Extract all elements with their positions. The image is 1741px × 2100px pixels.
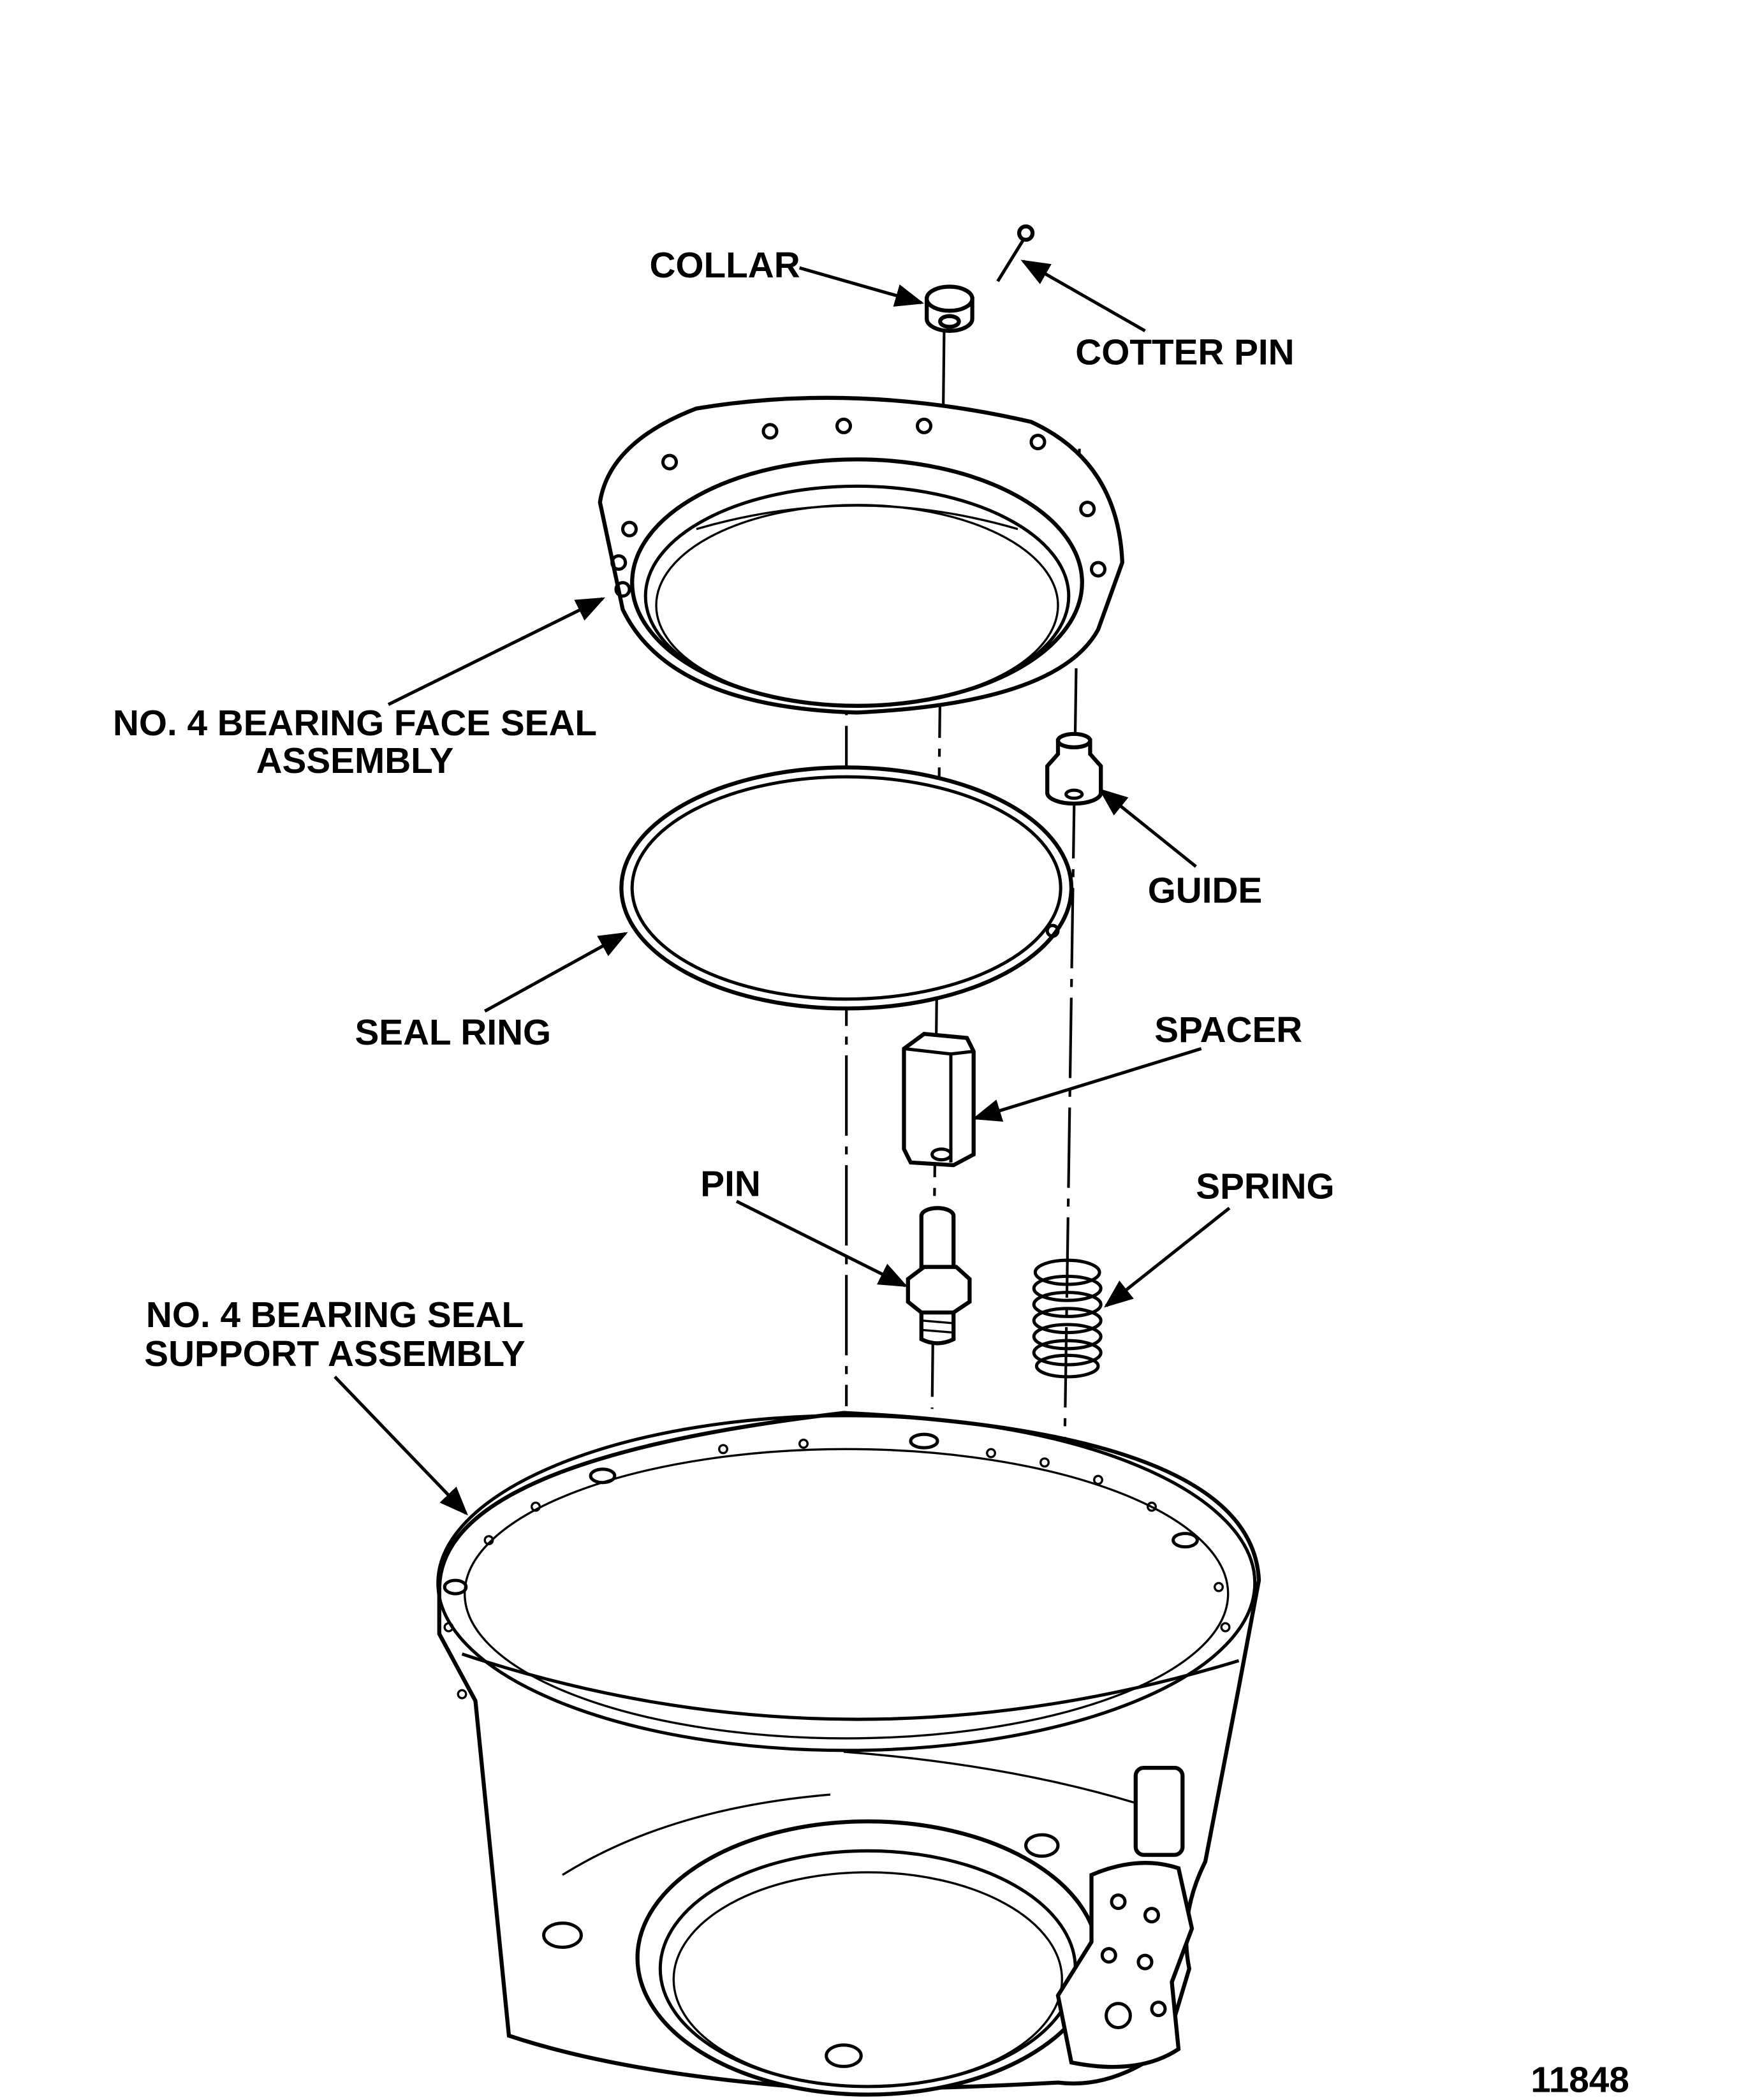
label-face-seal-line2: ASSEMBLY xyxy=(256,741,454,781)
label-guide: GUIDE xyxy=(1148,871,1263,911)
collar-part xyxy=(925,284,974,333)
label-spring: SPRING xyxy=(1196,1167,1334,1207)
label-face-seal-line1: NO. 4 BEARING FACE SEAL xyxy=(113,703,597,744)
label-collar: COLLAR xyxy=(650,246,800,286)
label-support-line2: SUPPORT ASSEMBLY xyxy=(144,1334,525,1374)
cotter-pin-part xyxy=(996,224,1035,283)
pin-part xyxy=(906,1206,972,1346)
seal-ring-part xyxy=(619,765,1074,1011)
spacer-part xyxy=(902,1032,976,1168)
spring-part xyxy=(1032,1258,1103,1379)
seal-support-assembly-part xyxy=(436,1411,1261,2097)
leader-lines xyxy=(334,260,1231,1516)
label-support-line1: NO. 4 BEARING SEAL xyxy=(146,1295,524,1335)
label-seal-ring: SEAL RING xyxy=(355,1013,552,1053)
flange-boss xyxy=(1055,1765,1194,2069)
support-bolt-holes xyxy=(443,1432,1231,2068)
guide-part xyxy=(1045,731,1103,806)
label-spacer: SPACER xyxy=(1154,1010,1302,1050)
label-pin: PIN xyxy=(700,1164,761,1204)
label-cotter-pin: COTTER PIN xyxy=(1075,332,1294,372)
figure-number: 11848 xyxy=(1531,2060,1629,2100)
face-seal-assembly-part xyxy=(598,395,1124,715)
mounting-holes xyxy=(610,417,1107,598)
